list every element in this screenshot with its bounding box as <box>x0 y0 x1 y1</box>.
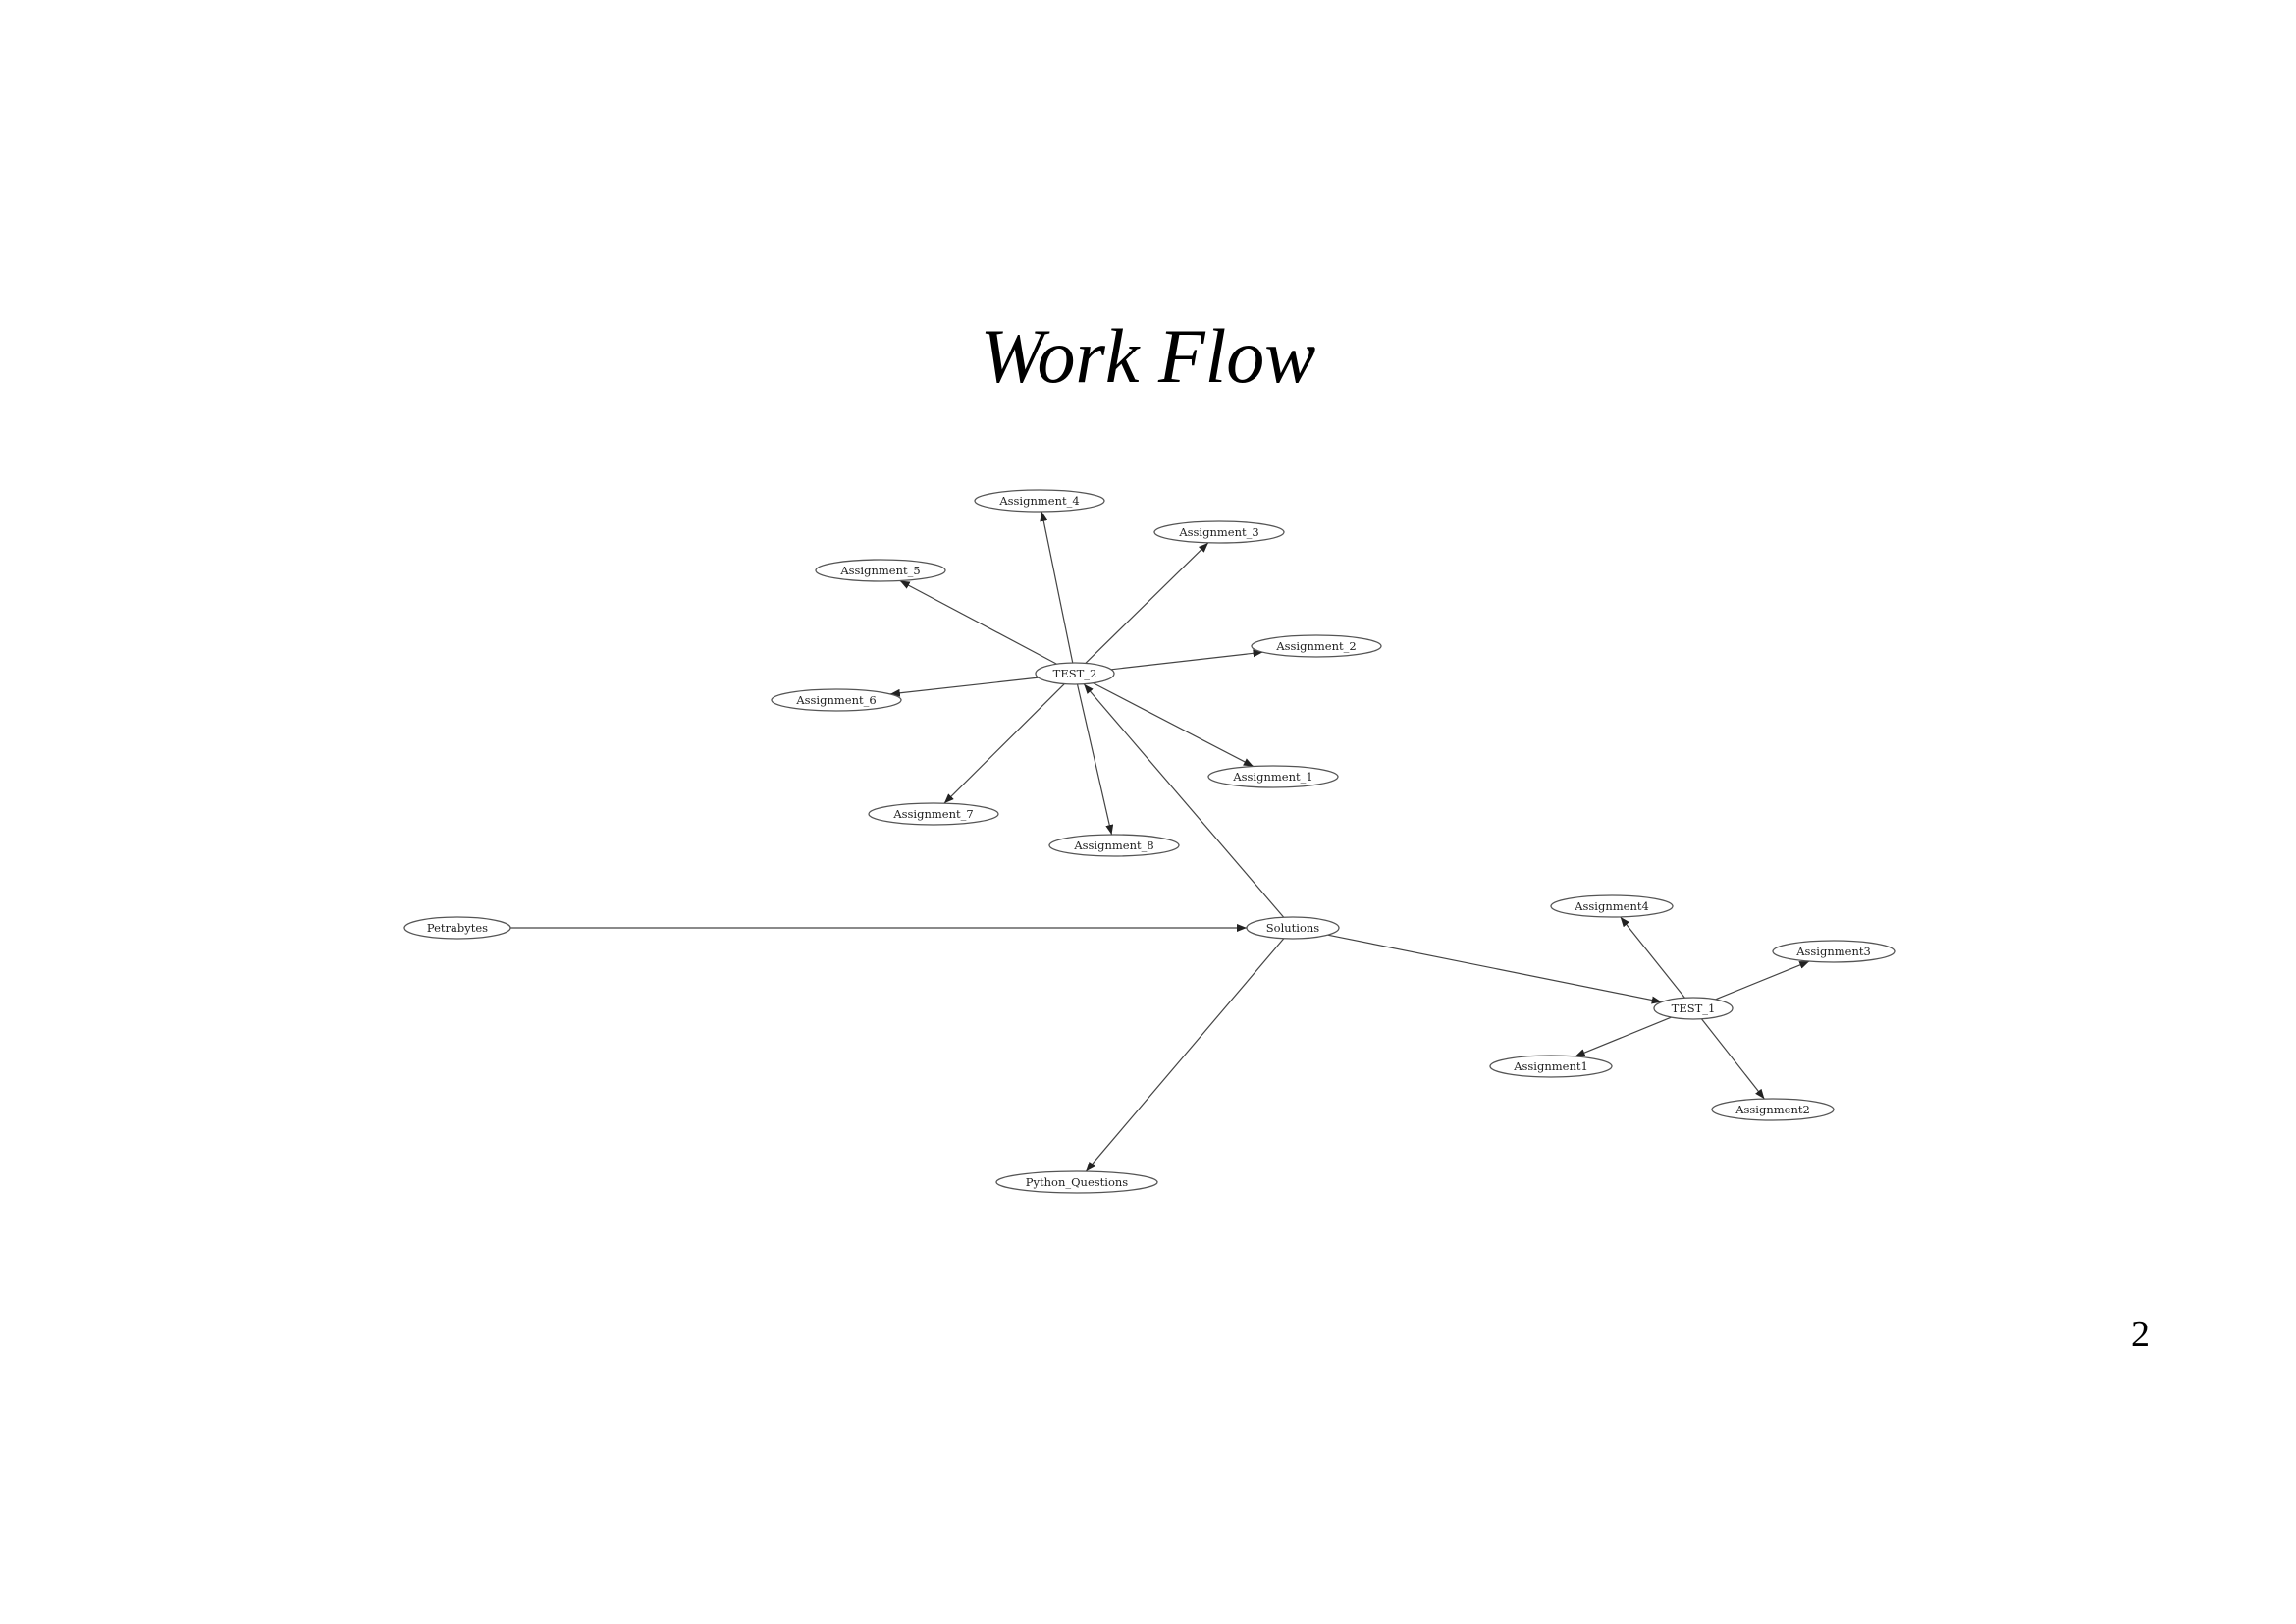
node-ellipse <box>1048 834 1180 857</box>
node-assignment-5: Assignment_5 <box>815 559 946 582</box>
edge-test-2-to-assignment-4 <box>1040 511 1074 664</box>
node-ellipse <box>1251 634 1382 658</box>
node-label: Assignment_6 <box>795 693 876 707</box>
node-assignment-1: Assignment_1 <box>1207 765 1339 788</box>
node-ellipse <box>1550 894 1674 918</box>
node-assignment-3: Assignment_3 <box>1153 520 1285 544</box>
node-label: Petrabytes <box>427 921 488 935</box>
node-label: Assignment2 <box>1735 1103 1810 1116</box>
edge-test-2-to-assignment-5 <box>899 579 1057 665</box>
node-ellipse <box>868 802 999 826</box>
edge-test-1-to-assignment2 <box>1700 1018 1765 1100</box>
node-ellipse <box>1035 662 1115 685</box>
node-ellipse <box>1711 1098 1835 1121</box>
node-assignment2: Assignment2 <box>1711 1098 1835 1121</box>
node-label: Assignment_5 <box>839 564 920 577</box>
node-label: Solutions <box>1266 921 1320 935</box>
node-ellipse <box>1246 916 1340 940</box>
page-number: 2 <box>2131 1314 2150 1355</box>
node-python-questions: Python_Questions <box>995 1170 1158 1194</box>
edge-test-2-to-assignment-3 <box>1085 542 1209 664</box>
nodes-layer: TEST_2 Assignment_4Assignment_3Assignment… <box>403 489 1896 1194</box>
node-petrabytes: Petrabytes <box>403 916 511 940</box>
edge-test-2-to-assignment-6 <box>889 677 1039 697</box>
edges-layer <box>510 511 1810 1172</box>
node-label: Assignment_2 <box>1275 639 1356 653</box>
edge-solutions-to-test-2 <box>1083 683 1285 918</box>
node-assignment3: Assignment3 <box>1772 940 1896 963</box>
node-ellipse <box>1489 1055 1613 1078</box>
node-label: Assignment_4 <box>998 494 1079 508</box>
node-solutions: Solutions <box>1246 916 1340 940</box>
node-test-1: TEST_1 <box>1653 997 1734 1020</box>
node-assignment-4: Assignment_4 <box>974 489 1105 513</box>
node-ellipse <box>1207 765 1339 788</box>
node-ellipse <box>1653 997 1734 1020</box>
node-ellipse <box>1153 520 1285 544</box>
node-assignment4: Assignment4 <box>1550 894 1674 918</box>
node-ellipse <box>995 1170 1158 1194</box>
edge-test-2-to-assignment-1 <box>1093 682 1255 768</box>
node-label: Python_Questions <box>1026 1175 1129 1189</box>
node-label: Assignment_3 <box>1178 525 1258 539</box>
node-label: Assignment3 <box>1795 945 1871 958</box>
node-label: Assignment_1 <box>1232 770 1312 784</box>
edge-test-1-to-assignment1 <box>1575 1016 1672 1057</box>
node-ellipse <box>815 559 946 582</box>
edge-test-2-to-assignment-7 <box>943 683 1065 804</box>
node-label: Assignment4 <box>1574 899 1649 913</box>
node-ellipse <box>974 489 1105 513</box>
node-label: TEST_2 <box>1053 667 1097 680</box>
node-test-2: TEST_2 <box>1035 662 1115 685</box>
slide-title: Work Flow <box>980 313 1316 399</box>
node-label: Assignment1 <box>1513 1059 1588 1073</box>
node-ellipse <box>1772 940 1896 963</box>
edge-test-1-to-assignment4 <box>1620 916 1685 999</box>
node-assignment1: Assignment1 <box>1489 1055 1613 1078</box>
node-assignment-7: Assignment_7 <box>868 802 999 826</box>
node-label: Assignment_8 <box>1073 839 1153 852</box>
node-ellipse <box>771 688 902 712</box>
node-assignment-2: Assignment_2 <box>1251 634 1382 658</box>
node-assignment-8: Assignment_8 <box>1048 834 1180 857</box>
node-ellipse <box>403 916 511 940</box>
edge-solutions-to-test-1 <box>1327 934 1662 1004</box>
edge-solutions-to-python-questions <box>1085 938 1285 1172</box>
node-assignment-6: Assignment_6 <box>771 688 902 712</box>
node-label: Assignment_7 <box>892 807 973 821</box>
node-label: TEST_1 <box>1672 1001 1716 1015</box>
edge-test-1-to-assignment3 <box>1715 960 1810 1001</box>
edge-test-2-to-assignment-2 <box>1110 649 1263 671</box>
edge-test-2-to-assignment-8 <box>1076 683 1114 836</box>
